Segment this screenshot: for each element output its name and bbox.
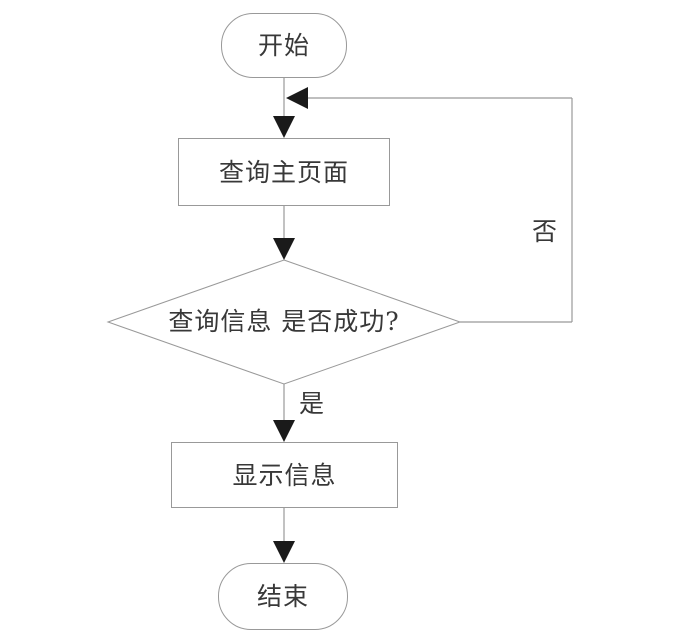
node-end: 结束 <box>218 563 348 630</box>
node-show-info-label: 显示信息 <box>232 460 337 490</box>
node-start: 开始 <box>221 13 347 78</box>
node-start-label: 开始 <box>257 31 310 60</box>
decision-diamond-shape <box>106 259 462 385</box>
node-show-info: 显示信息 <box>171 442 398 508</box>
node-query-page-label: 查询主页面 <box>218 157 349 187</box>
arrowhead-into-show <box>273 420 295 442</box>
branch-label-yes: 是 <box>299 389 325 418</box>
node-decision-label: 查询信息 是否成功? <box>168 307 400 336</box>
node-query-page: 查询主页面 <box>178 138 390 206</box>
branch-label-no: 否 <box>532 217 558 246</box>
arrowhead-into-end <box>273 541 295 563</box>
arrowhead-into-decision <box>273 238 295 260</box>
arrowhead-into-query <box>273 116 295 138</box>
arrowhead-loop-left <box>286 87 308 109</box>
node-end-label: 结束 <box>256 582 309 611</box>
